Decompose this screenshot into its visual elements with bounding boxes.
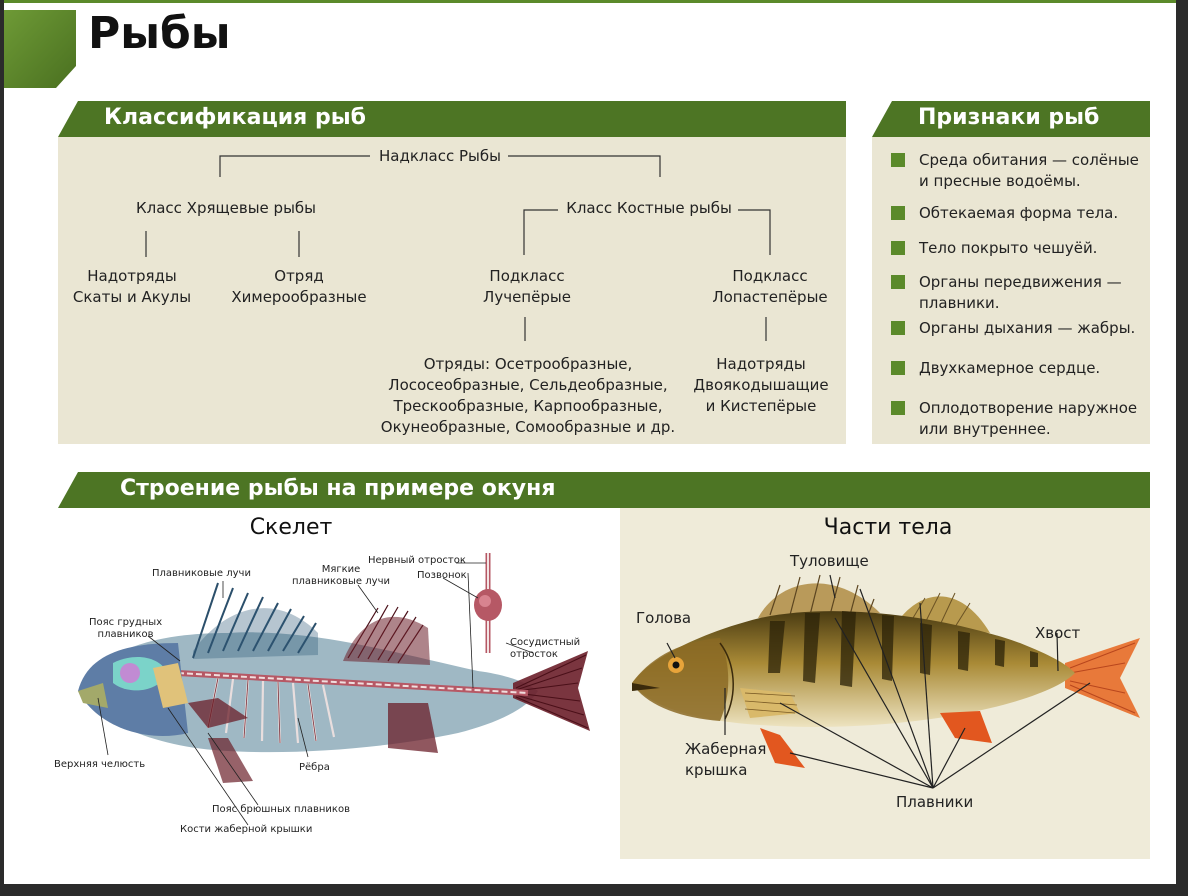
sign-item: Среда обитания — солёные и пресные водоё… xyxy=(891,150,1139,192)
bullet-square-icon xyxy=(891,153,905,167)
label-neural-process: Нервный отросток xyxy=(368,555,466,566)
class-bony-label: Класс Костные рыбы xyxy=(566,199,732,217)
sign-item: Обтекаемая форма тела. xyxy=(891,203,1118,224)
sign-item: Органы дыхания — жабры. xyxy=(891,318,1135,339)
bullet-square-icon xyxy=(891,321,905,335)
signs-header: Признаки рыб xyxy=(872,101,1150,137)
label-gill-cover: Жаберная крышка xyxy=(685,740,767,779)
label-vertebra: Позвонок xyxy=(417,570,467,581)
classification-header: Классификация рыб xyxy=(58,101,846,137)
body-parts-title: Части тела xyxy=(823,515,953,540)
corner-decoration xyxy=(4,10,76,88)
signs-panel: Среда обитания — солёные и пресные водоё… xyxy=(872,137,1150,444)
sign-item: Двухкамерное сердце. xyxy=(891,358,1100,379)
structure-header-label: Строение рыбы на примере окуня xyxy=(120,476,556,501)
subclass-ray-finned: Подкласс Лучепёрые xyxy=(483,267,571,306)
bullet-square-icon xyxy=(891,206,905,220)
page: Рыбы Классификация рыб Надкласс Рыбы Кла… xyxy=(4,0,1176,884)
sign-text: Органы передвижения — плавники. xyxy=(919,273,1122,312)
classification-header-label: Классификация рыб xyxy=(104,105,366,130)
signs-header-label: Признаки рыб xyxy=(918,105,1100,130)
bullet-square-icon xyxy=(891,361,905,375)
structure-header: Строение рыбы на примере окуня xyxy=(58,472,1150,508)
label-trunk: Туловище xyxy=(790,552,869,570)
label-ribs: Рёбра xyxy=(299,762,330,773)
label-fins: Плавники xyxy=(896,793,974,811)
superclass-label: Надкласс Рыбы xyxy=(379,147,501,165)
label-vascular-process: Сосудистный отросток xyxy=(510,637,581,660)
sign-text: Органы дыхания — жабры. xyxy=(919,319,1136,337)
classification-panel: Надкласс Рыбы Класс Хрящевые рыбы Класс … xyxy=(58,137,846,444)
label-pectoral-girdle: Пояс грудных плавников xyxy=(89,617,163,640)
sign-text: Среда обитания — солёные и пресные водоё… xyxy=(919,151,1139,190)
label-gill-cover-bones: Кости жаберной крышки xyxy=(180,824,313,835)
label-soft-fin-rays: Мягкие плавниковые лучи xyxy=(292,564,390,587)
bullet-square-icon xyxy=(891,401,905,415)
subclass-lobe-finned: Подкласс Лопастепёрые xyxy=(712,267,828,306)
sign-text: Обтекаемая форма тела. xyxy=(919,204,1119,222)
label-pelvic-girdle: Пояс брюшных плавников xyxy=(212,804,350,815)
sign-text: Двухкамерное сердце. xyxy=(919,359,1101,377)
perch-illustration xyxy=(632,574,1140,789)
superorders-rays-sharks: Надотряды Скаты и Акулы xyxy=(72,267,192,306)
order-chimaeras: Отряд Химерообразные xyxy=(231,267,367,306)
bullet-square-icon xyxy=(891,275,905,289)
sign-item: Органы передвижения — плавники. xyxy=(891,272,1122,314)
classification-tree-lines xyxy=(145,155,771,341)
sign-item: Оплодотворение наружное или внутреннее. xyxy=(891,398,1137,440)
label-tail: Хвост xyxy=(1035,624,1081,642)
skeleton-title: Скелет xyxy=(249,515,333,540)
class-cartilaginous-label: Класс Хрящевые рыбы xyxy=(135,199,317,217)
label-upper-jaw: Верхняя челюсть xyxy=(54,759,146,770)
ray-finned-orders: Отряды: Осетрообразные, Лососеобразные, … xyxy=(380,355,676,436)
bullet-square-icon xyxy=(891,241,905,255)
label-fin-rays: Плавниковые лучи xyxy=(152,568,251,579)
lobe-finned-superorders: Надотряды Двоякодышащие и Кистепёрые xyxy=(693,355,829,415)
sign-text: Оплодотворение наружное или внутреннее. xyxy=(919,399,1138,438)
skeleton-illustration xyxy=(78,553,590,826)
sign-item: Тело покрыто чешуёй. xyxy=(891,238,1097,259)
sign-text: Тело покрыто чешуёй. xyxy=(919,239,1098,257)
page-title: Рыбы xyxy=(88,8,231,59)
label-head: Голова xyxy=(636,609,692,627)
